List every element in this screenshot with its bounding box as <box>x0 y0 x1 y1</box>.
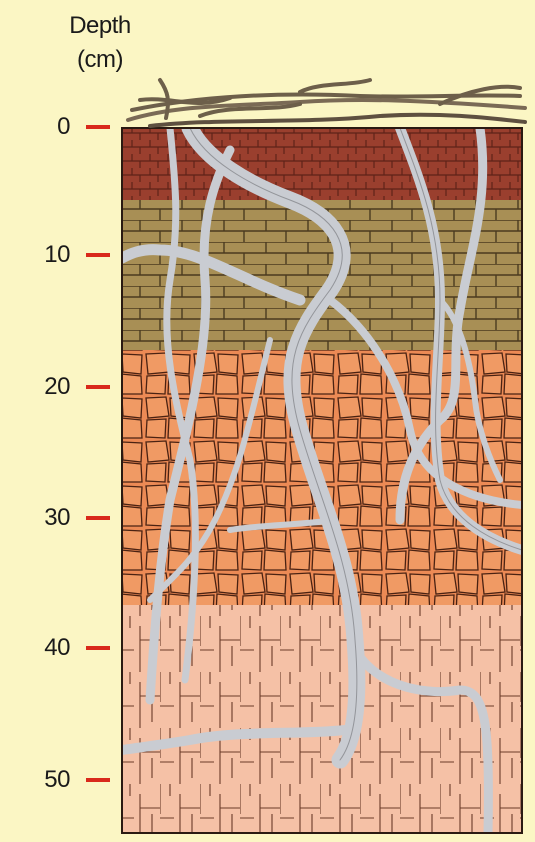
surface-litter <box>128 80 525 126</box>
horizon-top-layer <box>122 128 522 200</box>
horizon-lower-layer <box>122 605 522 833</box>
